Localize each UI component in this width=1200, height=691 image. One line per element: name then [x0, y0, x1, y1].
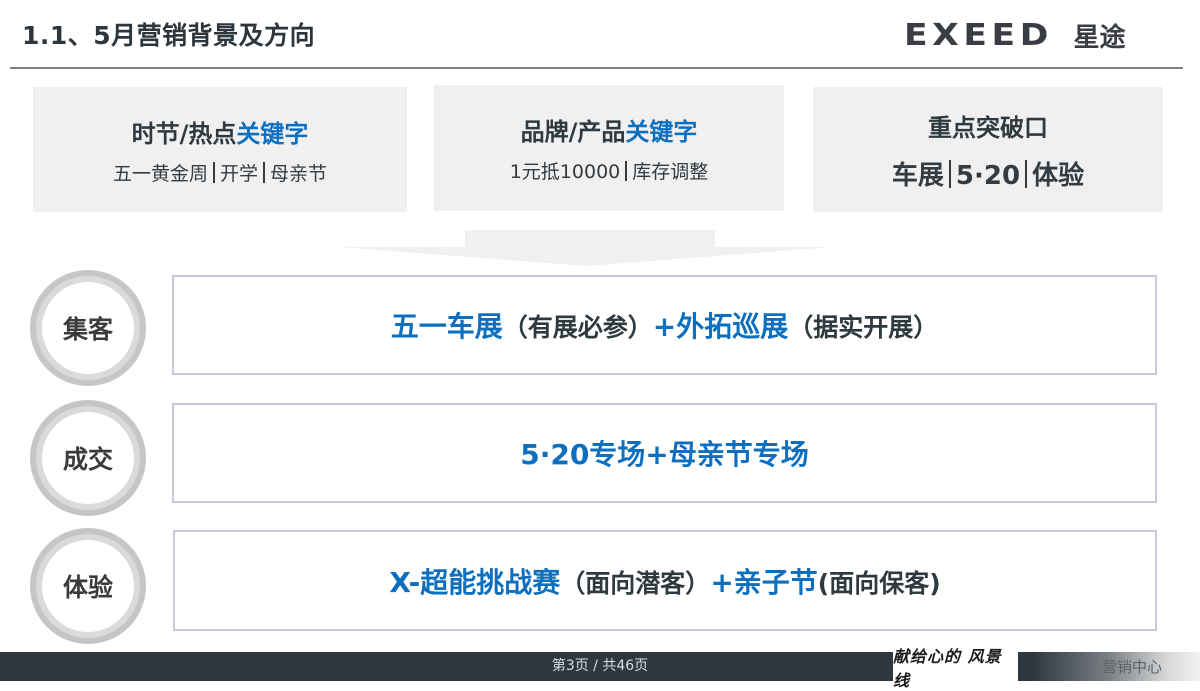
- header-divider: [10, 67, 1183, 69]
- separator: [212, 162, 215, 183]
- keyword-box-title: 品牌/产品关键字: [521, 112, 698, 147]
- department-panel: 营销中心: [1033, 652, 1200, 681]
- logo-text-cn: 星途: [1073, 22, 1126, 53]
- separator: [625, 160, 628, 182]
- row-box-conversion: 5·20专场+母亲节专场: [172, 403, 1157, 503]
- note-text: （面向潜客）: [560, 568, 711, 598]
- keyword-box-breakthrough: 重点突破口 车展 5·20 体验: [813, 87, 1163, 212]
- keyword-item: 开学: [219, 162, 258, 185]
- keyword-box-brand: 品牌/产品关键字 1元抵10000 库存调整: [434, 85, 784, 211]
- down-arrow-icon: [340, 230, 832, 266]
- stage-badge-conversion: 成交: [30, 400, 146, 516]
- row-text: X-超能挑战赛（面向潜客）+亲子节(面向保客): [389, 561, 940, 601]
- separator: [948, 159, 951, 189]
- note-text: （据实开展）: [788, 313, 939, 342]
- keyword-item: 库存调整: [632, 161, 709, 183]
- keyword-box-title: 重点突破口: [928, 108, 1048, 143]
- note-text: (面向保客): [817, 568, 941, 598]
- highlight-text: +亲子节: [710, 565, 818, 599]
- highlight-text: 五一车展: [390, 310, 503, 343]
- separator: [263, 162, 265, 183]
- keyword-list: 1元抵10000 库存调整: [509, 157, 709, 184]
- highlight-text: +外拓巡展: [652, 310, 789, 343]
- stage-badge-acquisition: 集客: [30, 270, 146, 386]
- title-dark-part: 品牌/产品: [520, 118, 626, 146]
- keyword-list: 车展 5·20 体验: [892, 155, 1084, 192]
- note-text: （有展必参）: [502, 313, 653, 342]
- logo-text-en: EXEED: [904, 17, 1053, 53]
- row-box-acquisition: 五一车展（有展必参）+外拓巡展（据实开展）: [172, 275, 1157, 375]
- stage-badge-experience: 体验: [30, 528, 146, 644]
- keyword-item: 车展: [891, 160, 944, 191]
- badge-ring: 成交: [36, 406, 140, 510]
- keyword-item: 1元抵10000: [509, 161, 621, 183]
- highlight-text: 5·20专场+母亲节专场: [520, 438, 809, 471]
- keyword-box-title: 时节/热点关键字: [132, 114, 309, 149]
- badge-label: 集客: [42, 282, 134, 374]
- keyword-list: 五一黄金周开学母亲节: [113, 159, 327, 186]
- separator: [1025, 159, 1028, 189]
- row-text: 5·20专场+母亲节专场: [520, 433, 809, 473]
- page-title: 1.1、5月营销背景及方向: [22, 21, 316, 50]
- keyword-item: 五一黄金周: [112, 162, 208, 185]
- slogan-panel: 献给心的 风景线: [893, 647, 1018, 690]
- title-dark-part: 时节/热点: [131, 119, 237, 148]
- keyword-item: 5·20: [955, 160, 1021, 191]
- badge-ring: 集客: [36, 276, 140, 380]
- row-text: 五一车展（有展必参）+外拓巡展（据实开展）: [391, 305, 939, 345]
- slogan-text: 献给心的 风景线: [893, 646, 1002, 690]
- title-blue-part: 关键字: [625, 118, 698, 146]
- badge-label: 成交: [42, 412, 134, 504]
- title-dark-part: 重点突破口: [928, 113, 1048, 142]
- footer-divider: [1020, 652, 1030, 681]
- department-label: 营销中心: [1101, 658, 1162, 676]
- badge-label: 体验: [42, 540, 134, 632]
- highlight-text: X-超能挑战赛: [389, 565, 561, 599]
- page-indicator: 第3页 / 共46页: [551, 658, 649, 674]
- keyword-item: 母亲节: [270, 162, 328, 185]
- keyword-item: 体验: [1032, 160, 1085, 191]
- row-box-experience: X-超能挑战赛（面向潜客）+亲子节(面向保客): [173, 530, 1157, 631]
- badge-ring: 体验: [36, 534, 140, 638]
- brand-logo: EXEED 星途: [904, 17, 1126, 53]
- keyword-box-seasonal: 时节/热点关键字 五一黄金周开学母亲节: [33, 87, 407, 212]
- title-blue-part: 关键字: [236, 119, 309, 148]
